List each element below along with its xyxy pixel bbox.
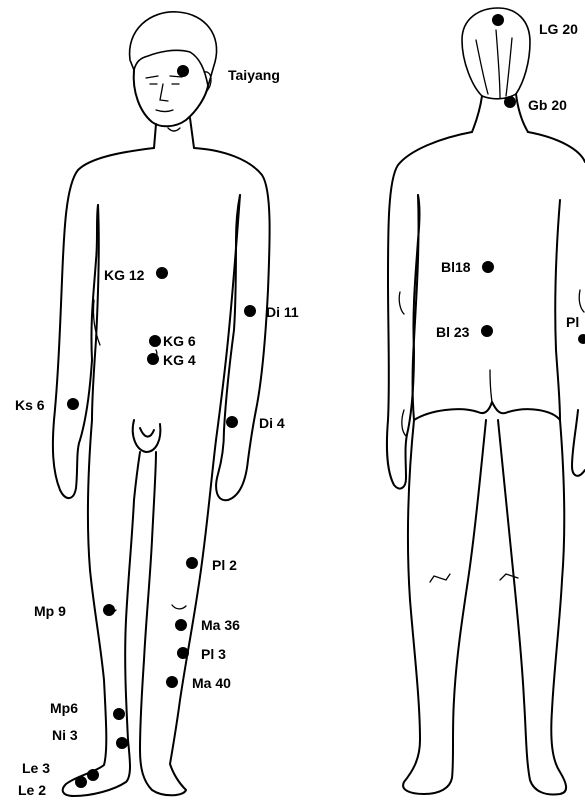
label-mp6: Mp6	[50, 700, 78, 716]
point-lg20	[492, 14, 504, 26]
point-pl-back	[578, 334, 585, 344]
label-ni3: Ni 3	[52, 727, 78, 743]
front-nose	[160, 84, 168, 101]
back-left-side	[387, 132, 472, 489]
label-mp9: Mp 9	[34, 603, 66, 619]
front-eyes	[146, 76, 182, 84]
label-kg4: KG 4	[163, 352, 196, 368]
point-di11	[244, 305, 256, 317]
label-pl2: Pl 2	[212, 557, 237, 573]
label-pl-back: Pl	[566, 314, 579, 330]
back-elbow-mark	[402, 410, 406, 436]
back-cleft	[490, 370, 492, 402]
point-di4	[226, 416, 238, 428]
point-kg12	[156, 267, 168, 279]
front-hair	[130, 12, 217, 86]
front-right-side	[194, 148, 270, 500]
front-torso-lower	[92, 195, 240, 440]
back-knee-left	[430, 574, 450, 582]
point-ni3	[116, 737, 128, 749]
front-left-side	[53, 148, 154, 498]
label-gb20: Gb 20	[528, 97, 567, 113]
label-ma40: Ma 40	[192, 675, 231, 691]
point-bl18	[482, 261, 494, 273]
label-ma36: Ma 36	[201, 617, 240, 633]
label-lg20: LG 20	[539, 21, 578, 37]
point-mp6	[113, 708, 125, 720]
front-groin	[133, 420, 161, 452]
back-neck	[472, 94, 528, 132]
front-mouth	[156, 110, 173, 112]
point-taiyang	[177, 65, 189, 77]
label-di11: Di 11	[266, 304, 299, 320]
back-right-leg	[498, 420, 566, 794]
front-points: Taiyang KG 12 Di 11 KG 6 KG 4 Ks 6 Di 4 …	[15, 65, 299, 798]
back-right-side	[528, 132, 585, 476]
label-bl18: Bl18	[441, 259, 471, 275]
point-gb20	[504, 96, 516, 108]
point-pl2	[186, 557, 198, 569]
label-ks6: Ks 6	[15, 397, 45, 413]
point-ks6	[67, 398, 79, 410]
point-le3	[87, 769, 99, 781]
front-figure	[53, 12, 270, 796]
back-knee-right	[500, 574, 518, 580]
back-left-leg	[403, 420, 486, 794]
point-bl23	[481, 325, 493, 337]
label-pl3: Pl 3	[201, 646, 226, 662]
front-chest-mark	[168, 128, 180, 131]
back-torso-lower	[413, 195, 561, 420]
point-kg6	[149, 335, 161, 347]
label-kg6: KG 6	[163, 333, 196, 349]
point-kg4	[147, 353, 159, 365]
label-bl23: Bl 23	[436, 324, 470, 340]
point-ma36	[175, 619, 187, 631]
label-le2: Le 2	[18, 782, 46, 798]
point-le2	[75, 776, 87, 788]
label-di4: Di 4	[259, 415, 285, 431]
label-le3: Le 3	[22, 760, 50, 776]
front-knee-marks	[104, 605, 186, 613]
front-head	[134, 70, 208, 126]
point-mp9	[103, 604, 115, 616]
front-neck	[154, 118, 194, 148]
back-figure	[387, 8, 585, 794]
back-buttocks	[414, 402, 560, 420]
label-taiyang: Taiyang	[228, 67, 280, 83]
point-pl3	[177, 647, 189, 659]
label-kg12: KG 12	[104, 267, 145, 283]
point-ma40	[166, 676, 178, 688]
